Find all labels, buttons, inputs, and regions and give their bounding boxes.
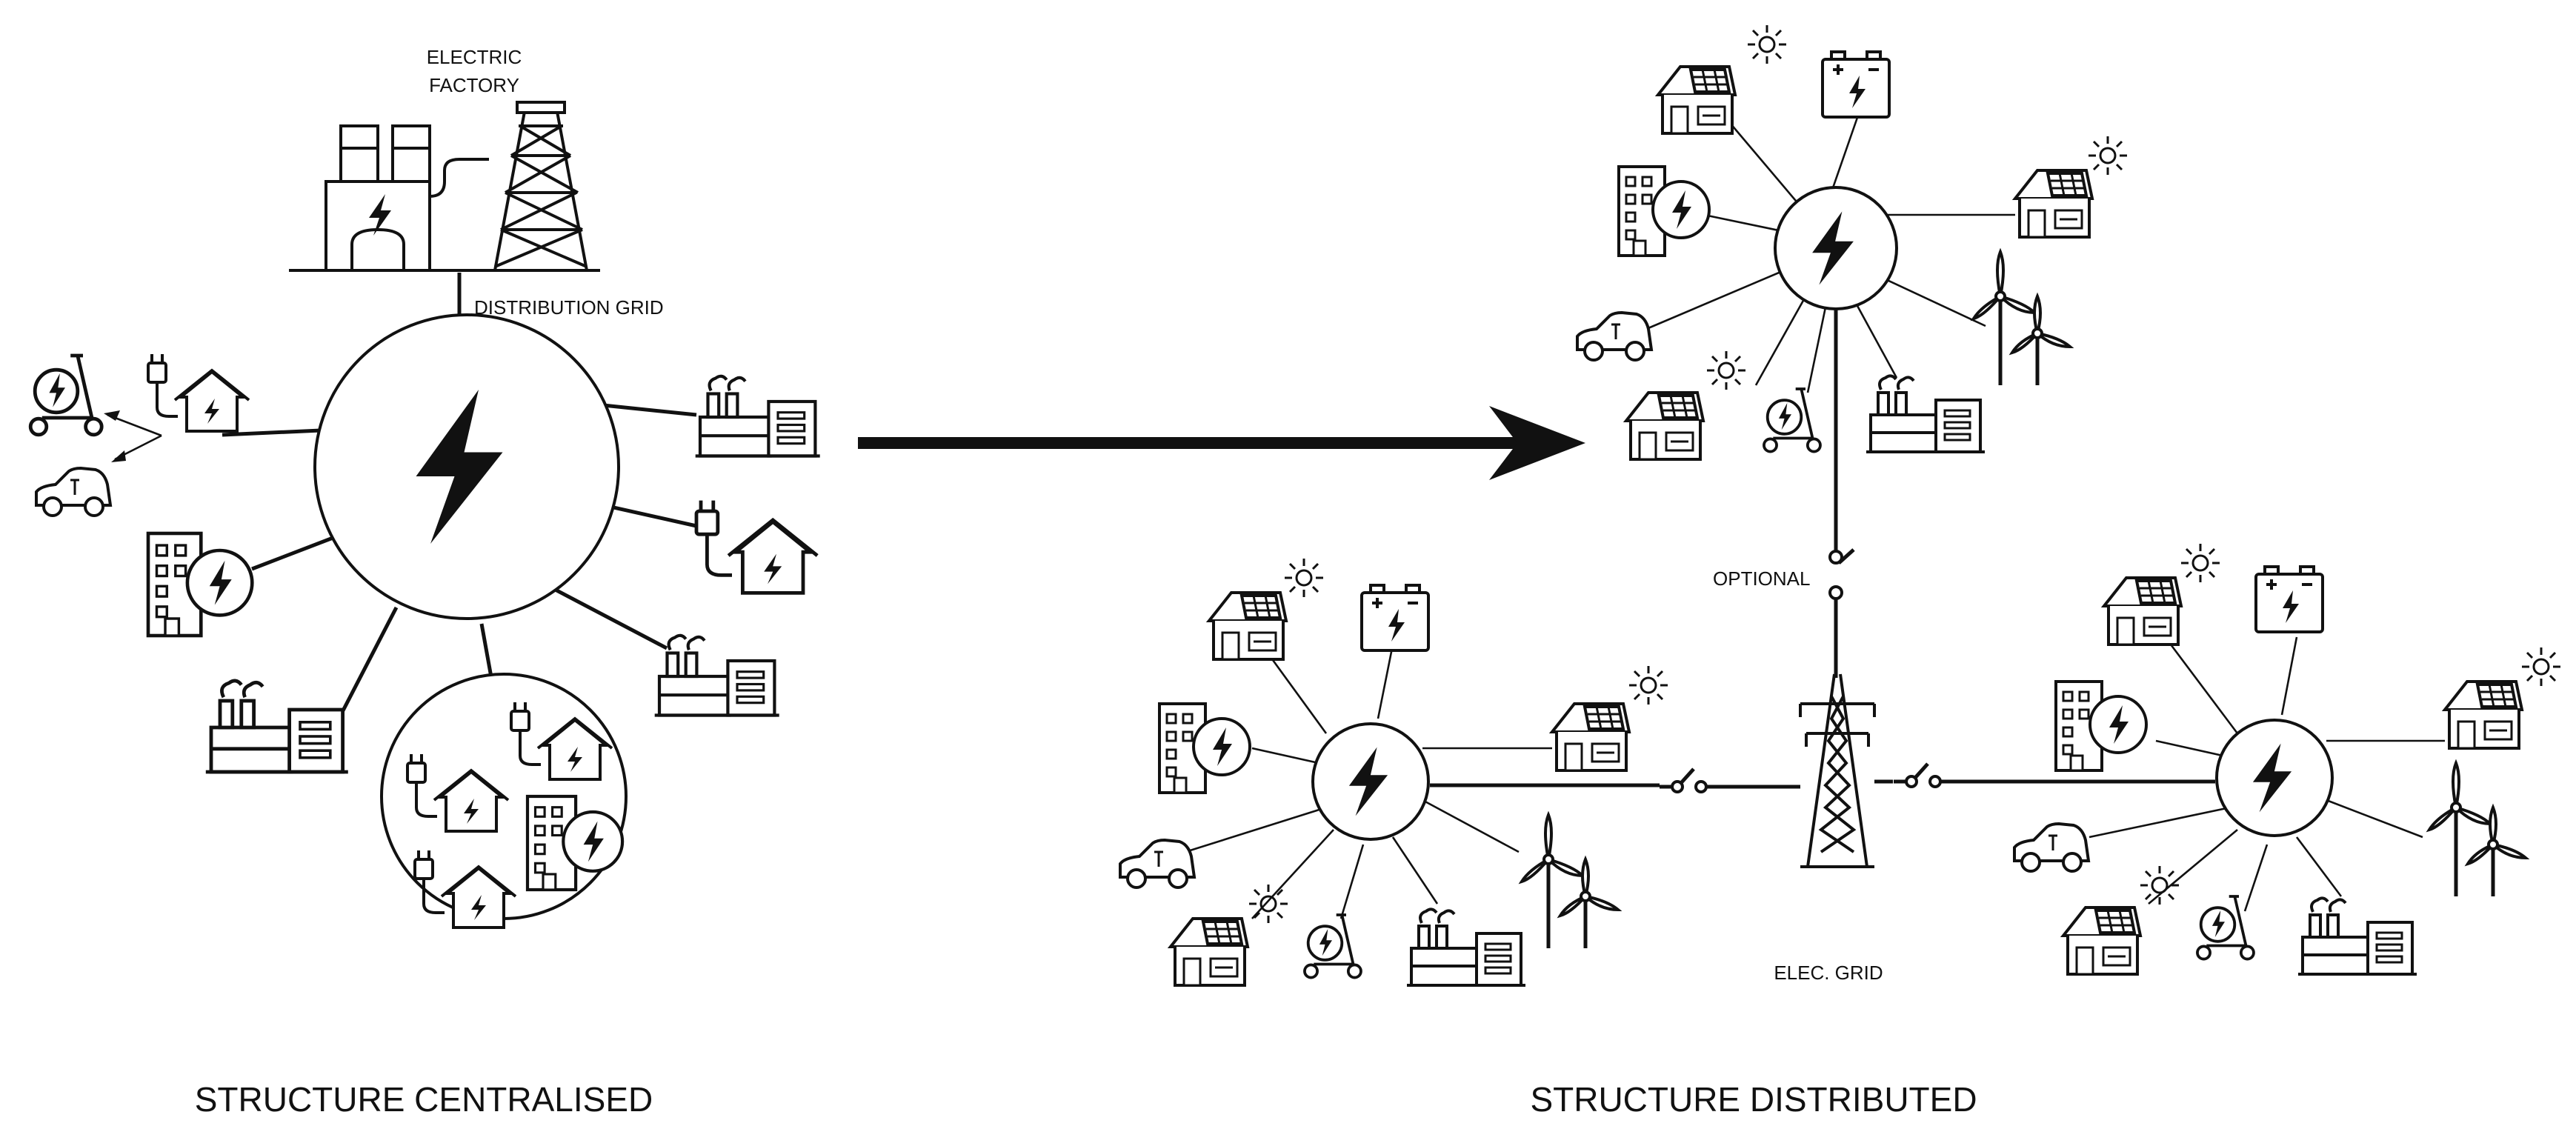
car-icon xyxy=(2013,822,2090,873)
electric-factory xyxy=(289,101,600,272)
structure-centralised-title: STRUCTURE CENTRALISED xyxy=(195,1080,653,1119)
transition-arrow xyxy=(858,406,1585,480)
elec-grid-label: ELEC. GRID xyxy=(1774,962,1883,984)
office-building-icon xyxy=(148,533,252,636)
sun-icon xyxy=(1628,665,1669,706)
sun-icon xyxy=(1746,24,1788,65)
left-hub-spokes xyxy=(1185,644,1552,919)
right-switch xyxy=(1894,764,1953,787)
office-building-icon xyxy=(1617,165,1711,257)
distributed-structure: OPTIONAL ELEC. GRID xyxy=(1119,24,2562,987)
battery-icon xyxy=(2254,565,2324,633)
solar-house-icon xyxy=(1551,702,1631,772)
sun-icon xyxy=(2180,542,2221,584)
office-building-icon xyxy=(1158,702,1251,794)
solar-house-icon xyxy=(1625,391,1705,461)
solar-house-icon xyxy=(2062,906,2142,976)
scooter-icon xyxy=(1303,913,1362,979)
sun-icon xyxy=(2520,646,2562,687)
factory-icon xyxy=(1865,374,1986,453)
factory-icon xyxy=(2297,896,2418,976)
battery-icon xyxy=(1360,584,1430,652)
optional-label: OPTIONAL xyxy=(1713,567,1810,590)
sun-icon xyxy=(2139,865,2180,906)
solar-house-icon xyxy=(1169,917,1249,987)
electric-factory-label-line1: ELECTRIC xyxy=(427,46,522,68)
office-building-icon xyxy=(2054,680,2148,772)
solar-house-icon xyxy=(1208,591,1288,661)
car-icon xyxy=(1576,311,1653,362)
wind-turbines-icon xyxy=(1522,815,1618,948)
factory-icon xyxy=(696,376,820,456)
transmission-tower-icon xyxy=(1799,673,1876,868)
optional-switch-contact xyxy=(1828,550,1843,564)
plug-house-icon xyxy=(696,501,817,593)
distribution-grid-label: DISTRIBUTION GRID xyxy=(474,296,664,319)
solar-house-icon xyxy=(2014,169,2094,239)
sun-icon xyxy=(2087,135,2129,176)
plug-house-icon xyxy=(148,354,249,431)
centralised-structure: ELECTRIC FACTORY DISTRIBUTION GRID xyxy=(30,46,820,927)
wind-turbines-icon xyxy=(2429,763,2526,896)
factory-icon xyxy=(1405,907,1527,987)
scooter-icon xyxy=(30,356,101,435)
car-icon xyxy=(35,467,112,517)
optional-switch-contact xyxy=(1828,585,1843,600)
optional-switch-blade xyxy=(1837,548,1855,564)
left-switch xyxy=(1660,769,1719,792)
structure-distributed-title: STRUCTURE DISTRIBUTED xyxy=(1530,1080,1977,1119)
solar-house-icon xyxy=(2103,576,2183,646)
car-icon xyxy=(1119,839,1196,889)
factory-icon xyxy=(655,636,779,716)
scooter-icon xyxy=(2196,895,2255,961)
top-hub-spokes xyxy=(1644,110,2015,393)
solar-house-icon xyxy=(2443,680,2523,750)
sun-icon xyxy=(1248,883,1289,925)
sun-icon xyxy=(1283,557,1325,599)
sun-icon xyxy=(1705,350,1747,391)
electric-factory-label-line2: FACTORY xyxy=(429,74,519,96)
scooter-icon xyxy=(1763,387,1822,453)
battery-icon xyxy=(1821,50,1891,119)
wind-turbines-icon xyxy=(1974,252,2070,385)
solar-house-icon xyxy=(1657,65,1737,135)
factory-icon xyxy=(206,681,348,772)
